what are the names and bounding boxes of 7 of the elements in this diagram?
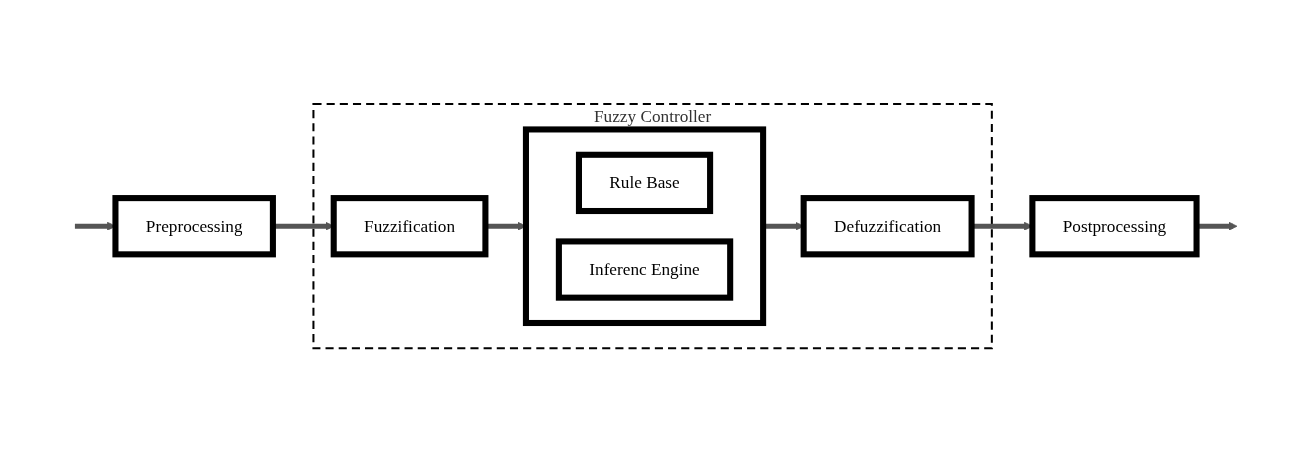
node-box: Defuzzification	[800, 194, 975, 258]
node-box: Inferenc Engine	[555, 238, 733, 301]
cluster	[522, 126, 766, 326]
node-box: Rule Base	[575, 151, 713, 214]
node-box: Postprocessing	[1028, 194, 1200, 258]
node-box: Fuzzification	[330, 194, 488, 258]
node-box: Preprocessing	[111, 194, 276, 258]
